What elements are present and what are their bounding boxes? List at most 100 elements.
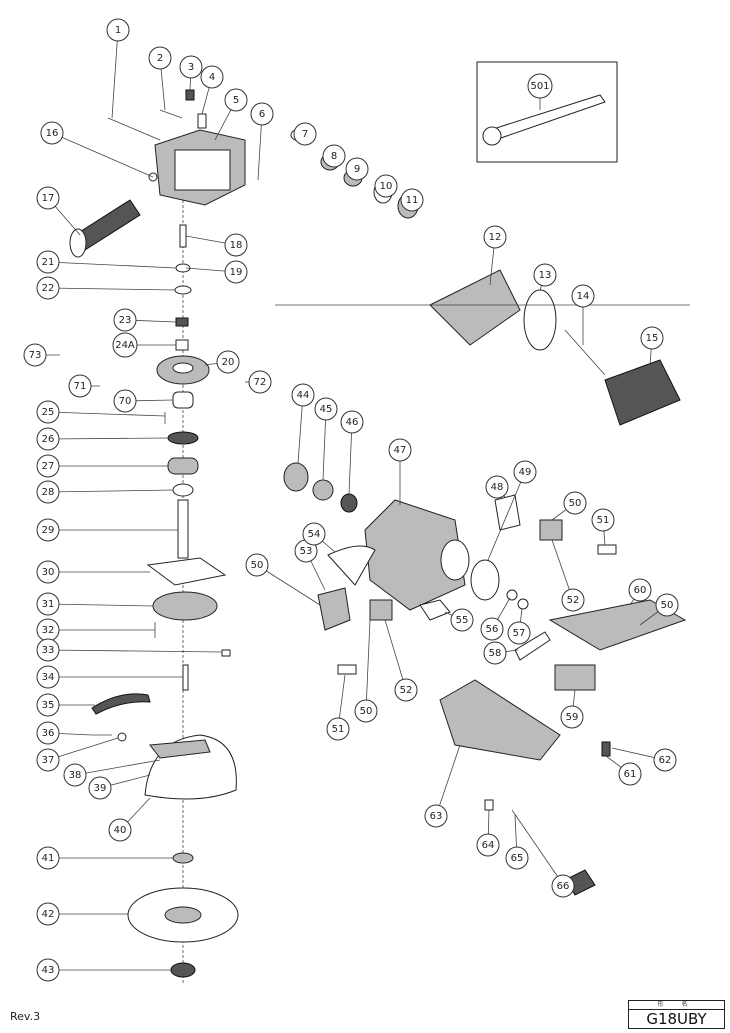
disc-center bbox=[164, 906, 202, 924]
packing-30 bbox=[146, 557, 227, 586]
callout-number: 28 bbox=[42, 487, 55, 498]
lock-nut-43 bbox=[170, 962, 196, 978]
callout-25: 25 bbox=[36, 400, 60, 424]
leader-line bbox=[47, 649, 223, 653]
pin-18 bbox=[179, 224, 187, 248]
callout-number: 23 bbox=[119, 315, 132, 326]
callout-circle bbox=[36, 518, 60, 542]
callout-61: 61 bbox=[618, 762, 642, 786]
leader-line bbox=[74, 759, 161, 776]
callout-40: 40 bbox=[108, 818, 132, 842]
bolt-34 bbox=[182, 664, 189, 691]
callout-number: 16 bbox=[46, 128, 59, 139]
callout-circle bbox=[450, 608, 474, 632]
callout-circle bbox=[108, 818, 132, 842]
callout-62: 62 bbox=[653, 748, 677, 772]
callout-number: 63 bbox=[430, 811, 443, 822]
wrench-head bbox=[482, 126, 502, 146]
callout-number: 50 bbox=[661, 600, 674, 611]
callout-number: 32 bbox=[42, 625, 55, 636]
callout-number: 62 bbox=[659, 755, 672, 766]
callout-number: 55 bbox=[456, 615, 469, 626]
gear-cover-face bbox=[174, 149, 231, 191]
callout-circle bbox=[36, 186, 60, 210]
callout-number: 26 bbox=[42, 434, 55, 445]
callout-number: 6 bbox=[259, 109, 265, 120]
callout-38: 38 bbox=[63, 763, 87, 787]
revision-label: Rev.3 bbox=[10, 1010, 41, 1023]
cord-clip-61 bbox=[601, 741, 611, 757]
model-header: 形 名 bbox=[629, 1001, 724, 1010]
callout-circle bbox=[513, 460, 537, 484]
callout-circle bbox=[40, 121, 64, 145]
callout-4: 4 bbox=[200, 65, 224, 89]
callout-circle bbox=[113, 389, 137, 413]
callout-circle bbox=[340, 410, 364, 434]
callout-63: 63 bbox=[424, 804, 448, 828]
callouts: 1234561617181921222324A73717020722526272… bbox=[23, 18, 679, 982]
tube-64 bbox=[484, 799, 494, 811]
side-handle-end bbox=[69, 228, 87, 258]
callout-number: 19 bbox=[230, 267, 243, 278]
callout-18: 18 bbox=[224, 233, 248, 257]
callout-44: 44 bbox=[291, 383, 315, 407]
callout-51: 51 bbox=[326, 717, 350, 741]
leader-line bbox=[487, 471, 526, 561]
callout-circle bbox=[224, 88, 248, 112]
callout-circle bbox=[23, 343, 47, 367]
callout-8: 8 bbox=[322, 144, 346, 168]
callout-number: 37 bbox=[42, 755, 55, 766]
callout-circle bbox=[36, 638, 60, 662]
callout-30: 30 bbox=[36, 560, 60, 584]
callout-number: 14 bbox=[577, 291, 590, 302]
fan-44 bbox=[283, 462, 309, 492]
parts-23 bbox=[175, 317, 189, 327]
callout-circle bbox=[485, 475, 509, 499]
switch-59 bbox=[554, 664, 596, 691]
callout-52: 52 bbox=[394, 678, 418, 702]
callout-circle bbox=[36, 276, 60, 300]
callout-number: 50 bbox=[569, 498, 582, 509]
callout-circle bbox=[483, 225, 507, 249]
leader-line bbox=[435, 744, 461, 817]
screw-2 bbox=[159, 109, 183, 119]
leader-line bbox=[256, 564, 321, 606]
callout-17: 17 bbox=[36, 186, 60, 210]
callout-number: 9 bbox=[354, 164, 360, 175]
part-46 bbox=[340, 493, 358, 513]
callout-number: 7 bbox=[302, 129, 308, 140]
callout-circle bbox=[36, 592, 60, 616]
callout-number: 2 bbox=[157, 53, 163, 64]
callout-number: 21 bbox=[42, 257, 55, 268]
callout-72: 72 bbox=[248, 370, 272, 394]
callout-circle bbox=[36, 958, 60, 982]
callout-71: 71 bbox=[68, 374, 92, 398]
callout-circle bbox=[36, 902, 60, 926]
callout-1: 1 bbox=[106, 18, 130, 42]
callout-circle bbox=[618, 762, 642, 786]
callout-circle bbox=[36, 665, 60, 689]
callout-54: 54 bbox=[302, 522, 326, 546]
callout-13: 13 bbox=[533, 263, 557, 287]
callout-34: 34 bbox=[36, 665, 60, 689]
callout-circle bbox=[400, 188, 424, 212]
ring-57 bbox=[517, 598, 529, 610]
callout-circle bbox=[112, 332, 138, 358]
callout-73: 73 bbox=[23, 343, 47, 367]
guard-band bbox=[149, 739, 211, 759]
callout-number: 12 bbox=[489, 232, 502, 243]
callout-39: 39 bbox=[88, 776, 112, 800]
callout-2: 2 bbox=[148, 46, 172, 70]
callout-circle bbox=[628, 578, 652, 602]
leader-line bbox=[47, 261, 177, 269]
callout-60: 60 bbox=[628, 578, 652, 602]
callout-circle bbox=[36, 250, 60, 274]
callout-number: 17 bbox=[42, 193, 55, 204]
handle-63 bbox=[439, 679, 561, 761]
callout-number: 50 bbox=[251, 560, 264, 571]
leader-line bbox=[47, 489, 174, 493]
callout-circle bbox=[563, 491, 587, 515]
callout-circle bbox=[507, 621, 531, 645]
callout-circle bbox=[424, 804, 448, 828]
callout-29: 29 bbox=[36, 518, 60, 542]
